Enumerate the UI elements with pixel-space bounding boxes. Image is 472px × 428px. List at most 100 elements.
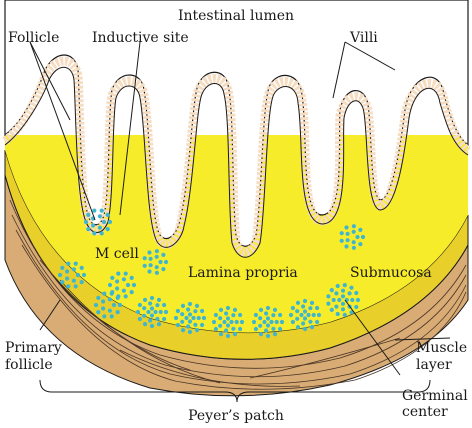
lymphocyte-dot [349, 310, 354, 315]
lymphocyte-dot [193, 322, 198, 327]
lymphocyte-dot [239, 319, 245, 325]
lymphocyte-dot [279, 319, 285, 325]
lymphocyte-dot [265, 316, 271, 321]
lymphocyte-dot [180, 328, 186, 333]
lymphocyte-dot [231, 313, 236, 318]
lymphocyte-dot [158, 259, 163, 265]
lymphocyte-dot [148, 318, 153, 323]
lymphocyte-dot [231, 326, 236, 331]
lymphocyte-dot [65, 269, 70, 274]
lymphocyte-dot [129, 275, 134, 280]
lymphocyte-dot [339, 231, 344, 236]
lymphocyte-dot [142, 313, 147, 318]
lymphocyte-dot [149, 313, 155, 318]
lymphocyte-dot [154, 265, 159, 270]
lymphocyte-dot [326, 301, 331, 306]
lymphocyte-dot [222, 319, 227, 325]
lymphocyte-dot [156, 297, 162, 302]
lymphocyte-dot [111, 302, 117, 308]
lymphocyte-dot [101, 219, 107, 225]
lymphocyte-dot [92, 231, 97, 236]
lymphocyte-dot [290, 319, 295, 325]
lymphocyte-dot [79, 265, 84, 270]
label-muscle-layer-2: layer [416, 357, 452, 373]
lymphocyte-dot [271, 326, 276, 331]
lymphocyte-dot [355, 234, 360, 240]
follicle-ring [142, 249, 169, 275]
lymphoid-follicles [57, 208, 366, 339]
lymphocyte-dot [142, 322, 148, 327]
lymphocyte-dot [299, 312, 304, 318]
lymphocyte-dot [238, 312, 243, 318]
lymphocyte-dot [329, 288, 334, 293]
peyers-patch-brace [39, 379, 431, 403]
lymphocyte-dot [309, 300, 315, 305]
lymphocyte-dot [360, 234, 366, 240]
lymphocyte-dot [146, 309, 151, 315]
lymphocyte-dot [60, 280, 65, 285]
lymphocyte-dot [73, 284, 78, 289]
lymphocyte-dot [288, 312, 294, 318]
lymphocyte-dot [196, 315, 201, 321]
lymphocyte-dot [131, 282, 137, 288]
lymphocyte-dot [329, 307, 334, 312]
lymphocyte-dot [358, 227, 363, 232]
lymphocyte-dot [315, 305, 320, 311]
lymphocyte-dot [86, 227, 91, 232]
lymphocyte-dot [211, 319, 217, 325]
lymphocyte-dot [153, 309, 158, 315]
lymphocyte-dot [107, 297, 112, 302]
muscle-fibers [9, 199, 467, 390]
follicle-ring [57, 261, 87, 289]
lymphocyte-dot [351, 245, 356, 250]
lymphocyte-dot [316, 312, 322, 318]
label-submucosa: Submucosa [350, 265, 432, 281]
lymphocyte-dot [142, 306, 147, 311]
lymphocyte-dot [191, 315, 196, 321]
lymphocyte-dot [149, 306, 155, 311]
lymphocyte-dot [234, 319, 239, 325]
lymphocyte-dot [162, 302, 167, 308]
lymphocyte-dot [163, 259, 169, 265]
lymphocyte-dot [156, 322, 162, 327]
lymphocyte-dot [274, 319, 279, 325]
lymphocyte-dot [340, 301, 346, 306]
follicle-ring [93, 291, 123, 319]
lymphocyte-dot [351, 240, 356, 245]
lymphocyte-dot [340, 294, 346, 299]
lymphocyte-dot [83, 219, 89, 225]
lymphocyte-dot [265, 323, 271, 328]
lymphocyte-dot [200, 308, 205, 314]
label-peyers-patch: Peyer’s patch [188, 408, 284, 424]
lymphocyte-dot [232, 307, 238, 312]
follicle-ring [326, 283, 361, 317]
lymphocyte-dot [186, 307, 191, 312]
lymphocyte-dot [60, 265, 65, 270]
lymphocyte-dot [339, 238, 344, 243]
lymphocyte-dot [224, 328, 229, 333]
lymphocyte-dot [75, 272, 81, 278]
lymphocyte-dot [109, 314, 114, 319]
lymphocyte-dot [86, 212, 91, 217]
lymphocyte-dot [302, 326, 308, 332]
lymphocyte-dot [258, 307, 264, 312]
lymphocyte-dot [355, 297, 361, 303]
lymphocyte-dot [344, 225, 349, 230]
lymphocyte-dot [225, 305, 231, 311]
lymphocyte-dot [161, 252, 166, 257]
lymphocyte-dot [269, 319, 274, 325]
lymphocyte-dot [272, 332, 278, 337]
lymphocyte-dot [65, 276, 70, 281]
lymphocyte-dot [79, 280, 84, 285]
lymphocyte-dot [302, 309, 308, 314]
lymphocyte-dot [301, 304, 306, 309]
lymphocyte-dot [350, 297, 355, 303]
lymphocyte-dot [148, 301, 153, 306]
lymphocyte-dot [99, 231, 104, 236]
lymphocyte-dot [295, 309, 300, 314]
lymphocyte-dot [180, 303, 186, 308]
lymphocyte-dot [161, 267, 166, 272]
lymphocyte-dot [66, 261, 71, 266]
lymphocyte-dot [347, 291, 352, 296]
lymphocyte-dot [154, 254, 159, 259]
